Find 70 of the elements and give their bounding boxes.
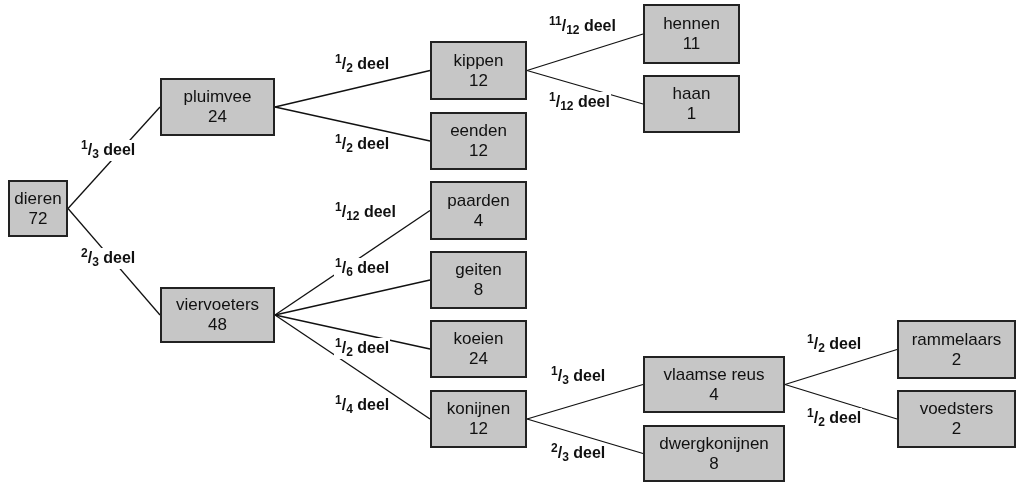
node-count: 11 — [682, 34, 701, 54]
edge-label: $^{1}$/$_{2}$ deel — [334, 54, 391, 75]
node-name: konijnen — [446, 399, 511, 419]
tree-box — [897, 320, 1016, 379]
node-count: 12 — [469, 141, 488, 161]
edge-label: $^{2}$/$_{3}$ deel — [80, 248, 137, 269]
edge-label: $^{1}$/$_{3}$ deel — [80, 140, 137, 161]
tree-box — [430, 41, 527, 100]
node-name: paarden — [447, 190, 510, 211]
edge-label: $^{1}$/$_{6}$ deel — [334, 258, 391, 279]
node-count: 4 — [709, 384, 719, 405]
edge-label: $^{1}$/$_{12}$ deel — [334, 202, 397, 223]
edge-label: $^{2}$/$_{3}$ deel — [550, 443, 607, 464]
node-name: voedsters — [919, 399, 994, 419]
tree-box — [160, 78, 275, 136]
node-count: 8 — [473, 280, 484, 300]
node-count: 24 — [208, 107, 227, 127]
tree-box — [430, 320, 527, 378]
node-name: viervoeters — [175, 295, 260, 315]
tree-box — [160, 287, 275, 343]
node-count: 12 — [469, 419, 488, 439]
tree-box — [643, 356, 785, 413]
node-name: dieren — [14, 188, 62, 209]
connector-line — [274, 279, 431, 316]
tree-box — [430, 112, 527, 170]
tree-box — [897, 390, 1016, 448]
edge-label: $^{1}$/$_{2}$ deel — [806, 334, 863, 355]
edge-label: $^{1}$/$_{3}$ deel — [550, 366, 607, 387]
node-name: kippen — [453, 50, 504, 71]
tree-box — [643, 425, 785, 482]
edge-label: $^{1}$/$_{2}$ deel — [334, 338, 391, 359]
node-name: haan — [672, 84, 711, 104]
node-name: hennen — [663, 14, 720, 34]
tree-box — [430, 251, 527, 309]
node-name: geiten — [455, 260, 502, 280]
edge-label: $^{1}$/$_{4}$ deel — [334, 395, 391, 416]
connector-line — [274, 106, 431, 142]
connector-line — [526, 69, 644, 105]
node-name: eenden — [450, 121, 507, 141]
connector-line — [274, 314, 431, 350]
connector-line — [274, 314, 431, 420]
connector-line — [274, 69, 431, 108]
tree-box — [430, 390, 527, 448]
node-name: dwergkonijnen — [659, 433, 769, 454]
node-name: koeien — [453, 329, 504, 349]
edge-label: $^{1}$/$_{2}$ deel — [334, 134, 391, 155]
node-name: pluimvee — [183, 87, 252, 107]
connector-line — [526, 383, 644, 420]
tree-box — [643, 4, 740, 64]
edge-label: $^{1}$/$_{12}$ deel — [548, 92, 611, 113]
node-name: rammelaars — [911, 329, 1002, 350]
node-count: 48 — [208, 315, 227, 335]
tree-box — [430, 181, 527, 240]
node-name: vlaamse reus — [663, 364, 765, 385]
tree-box — [8, 180, 68, 237]
node-count: 12 — [469, 70, 488, 91]
node-count: 1 — [686, 104, 697, 124]
edge-label: $^{1}$/$_{2}$ deel — [806, 408, 863, 429]
node-count: 4 — [473, 210, 484, 231]
node-count: 72 — [28, 208, 48, 229]
node-count: 2 — [951, 419, 962, 439]
connector-line — [784, 348, 898, 386]
node-count: 2 — [951, 349, 962, 370]
edge-label: $^{11}$/$_{12}$ deel — [548, 16, 617, 37]
connector-line — [526, 418, 644, 455]
connector-line — [784, 383, 898, 420]
connector-line — [526, 33, 644, 72]
node-count: 8 — [709, 453, 719, 474]
node-count: 24 — [469, 349, 488, 369]
tree-box — [643, 75, 740, 133]
